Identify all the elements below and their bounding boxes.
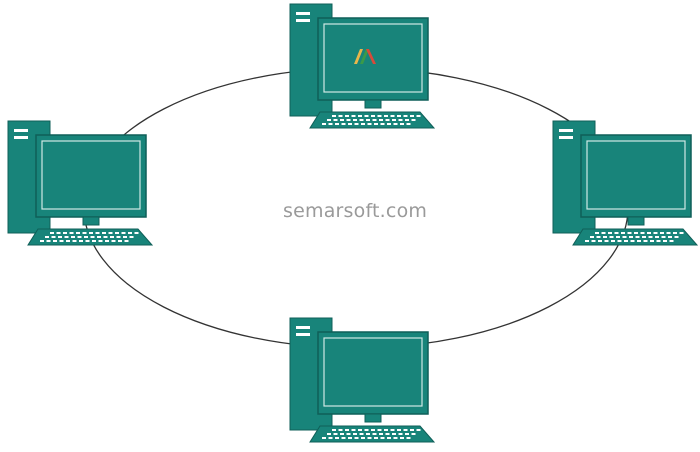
desktop-computer-icon — [552, 120, 699, 246]
screen-logo-icon — [354, 49, 376, 64]
desktop-computer-icon — [7, 120, 154, 246]
computer-left — [7, 120, 154, 246]
computer-bottom — [289, 317, 436, 443]
computer-top — [289, 3, 436, 129]
desktop-computer-icon — [289, 317, 436, 443]
desktop-computer-icon — [289, 3, 436, 129]
computer-right — [552, 120, 699, 246]
watermark-text: semarsoft.com — [283, 200, 428, 222]
